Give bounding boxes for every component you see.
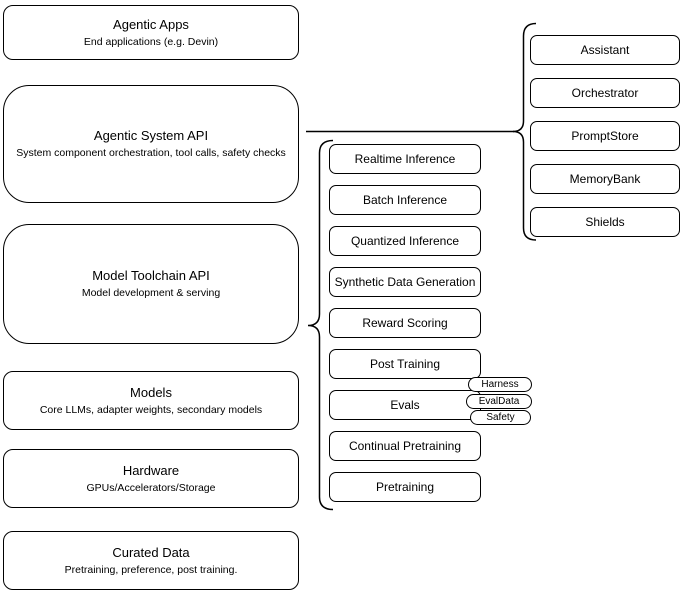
node-title: Agentic Apps bbox=[113, 16, 189, 32]
node-subtitle: Model development & serving bbox=[81, 287, 221, 299]
toolchain-item-realtime-inference[interactable]: Realtime Inference bbox=[329, 144, 481, 174]
toolchain-item-reward-scoring[interactable]: Reward Scoring bbox=[329, 308, 481, 338]
node-title: Hardware bbox=[122, 462, 180, 478]
node-subtitle: Core LLMs, adapter weights, secondary mo… bbox=[39, 403, 263, 416]
node-models[interactable]: Models Core LLMs, adapter weights, secon… bbox=[3, 371, 299, 430]
toolchain-item-batch-inference[interactable]: Batch Inference bbox=[329, 185, 481, 215]
system-component-memorybank[interactable]: MemoryBank bbox=[530, 164, 680, 194]
eval-tag-harness[interactable]: Harness bbox=[468, 377, 532, 392]
system-component-promptstore[interactable]: PromptStore bbox=[530, 121, 680, 151]
node-subtitle: Pretraining, preference, post training. bbox=[64, 563, 238, 576]
node-agentic-apps[interactable]: Agentic Apps End applications (e.g. Devi… bbox=[3, 5, 299, 60]
toolchain-item-evals[interactable]: Evals bbox=[329, 390, 481, 420]
node-subtitle: GPUs/Accelerators/Storage bbox=[86, 481, 216, 494]
node-model-toolchain-api[interactable]: Model Toolchain API Model development & … bbox=[3, 224, 299, 344]
eval-tag-evaldata[interactable]: EvalData bbox=[466, 394, 532, 409]
node-title: Models bbox=[130, 384, 172, 400]
node-title: Curated Data bbox=[112, 544, 190, 560]
node-curated-data[interactable]: Curated Data Pretraining, preference, po… bbox=[3, 531, 299, 590]
node-hardware[interactable]: Hardware GPUs/Accelerators/Storage bbox=[3, 449, 299, 508]
system-component-orchestrator[interactable]: Orchestrator bbox=[530, 78, 680, 108]
toolchain-item-quantized-inference[interactable]: Quantized Inference bbox=[329, 226, 481, 256]
node-subtitle: System component orchestration, tool cal… bbox=[16, 147, 286, 159]
toolchain-item-continual-pretraining[interactable]: Continual Pretraining bbox=[329, 431, 481, 461]
node-subtitle: End applications (e.g. Devin) bbox=[83, 35, 219, 48]
system-component-shields[interactable]: Shields bbox=[530, 207, 680, 237]
toolchain-item-post-training[interactable]: Post Training bbox=[329, 349, 481, 379]
toolchain-item-pretraining[interactable]: Pretraining bbox=[329, 472, 481, 502]
toolchain-item-synthetic-data-generation[interactable]: Synthetic Data Generation bbox=[329, 267, 481, 297]
eval-tag-safety[interactable]: Safety bbox=[470, 410, 531, 425]
node-agentic-system-api[interactable]: Agentic System API System component orch… bbox=[3, 85, 299, 203]
node-title: Agentic System API bbox=[93, 128, 209, 143]
node-title: Model Toolchain API bbox=[92, 268, 210, 283]
system-component-assistant[interactable]: Assistant bbox=[530, 35, 680, 65]
